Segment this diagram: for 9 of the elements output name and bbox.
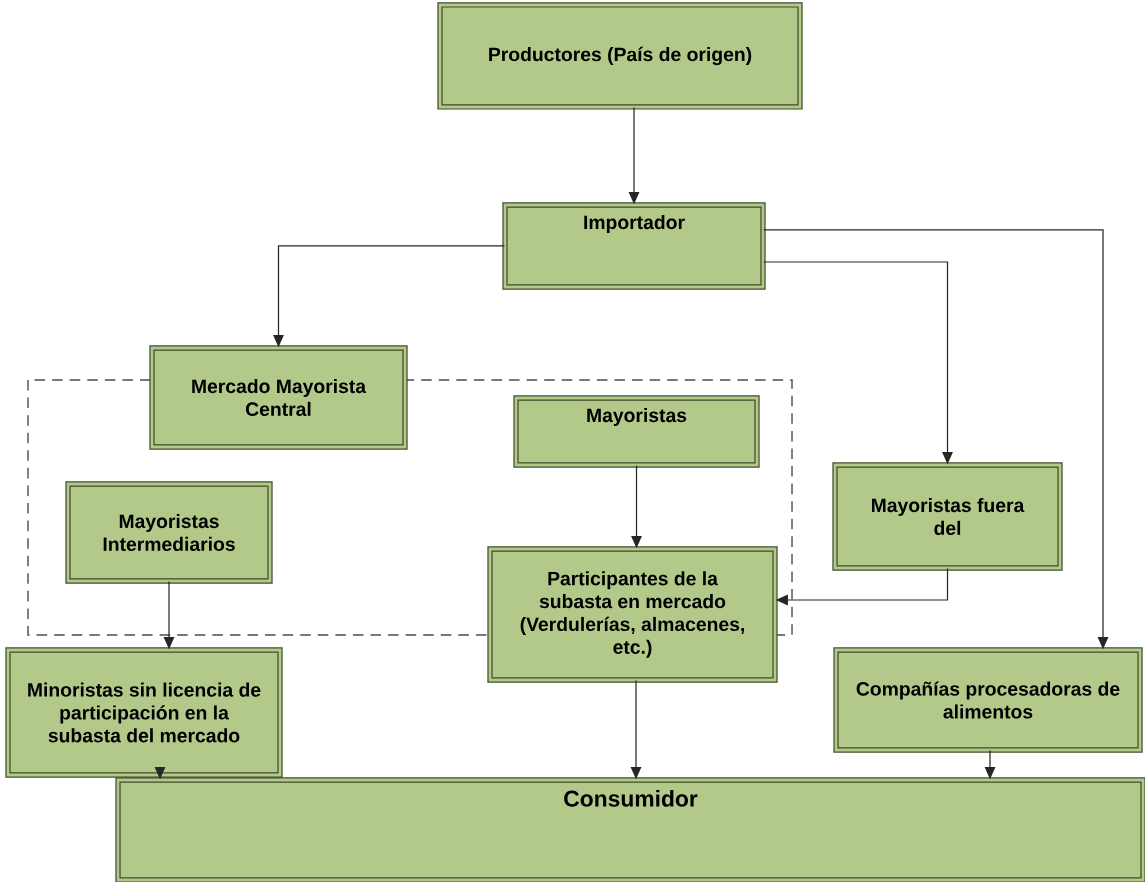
- process-box: Mayoristas fuera del: [832, 462, 1063, 571]
- process-box: Mayoristas: [513, 395, 760, 468]
- process-box: Compañías procesadoras de alimentos: [833, 647, 1143, 753]
- process-box: Mercado Mayorista Central: [149, 345, 408, 450]
- process-box: Mayoristas Intermediarios: [65, 481, 273, 584]
- process-box: Participantes de la subasta en mercado (Verdulerías, almacenes, etc.): [487, 546, 778, 683]
- process-box: Minoristas sin licencia de participación en la subasta del mercado: [5, 647, 283, 778]
- process-box: Productores (País de origen): [437, 2, 803, 110]
- process-box: Importador: [502, 202, 766, 290]
